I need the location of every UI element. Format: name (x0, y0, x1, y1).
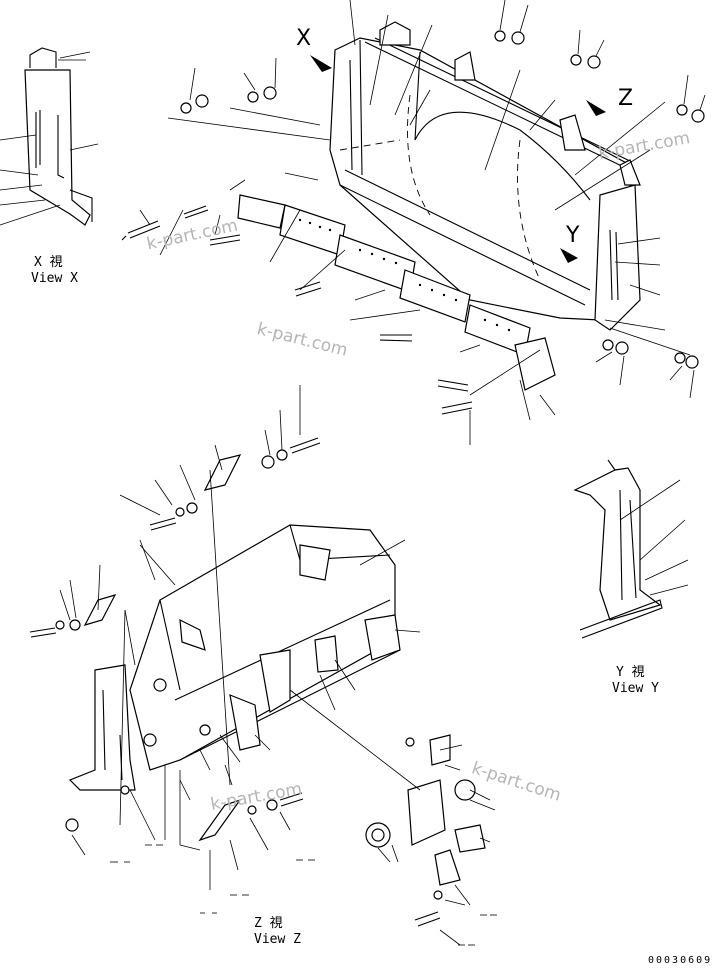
view-x-caption-en: View X (31, 271, 78, 286)
view-y-caption-jp: Y 視 (616, 665, 645, 680)
view-z-caption-jp: Z 視 (254, 916, 283, 931)
view-y-caption-en: View Y (612, 681, 659, 696)
view-z-marker: Z (618, 86, 634, 111)
blade-assembly-rear (29, 385, 496, 946)
blade-assembly-top (121, 0, 706, 445)
view-y-marker: Y (566, 223, 580, 248)
view-x-caption-jp: X 視 (34, 255, 63, 270)
view-x-marker: X (296, 26, 312, 51)
reference-dashes (110, 844, 497, 946)
drawing-number: 00030609 (648, 955, 713, 966)
view-z-caption-en: View Z (254, 932, 301, 947)
view-x-drawing (0, 47, 99, 226)
view-y-drawing (573, 459, 689, 639)
